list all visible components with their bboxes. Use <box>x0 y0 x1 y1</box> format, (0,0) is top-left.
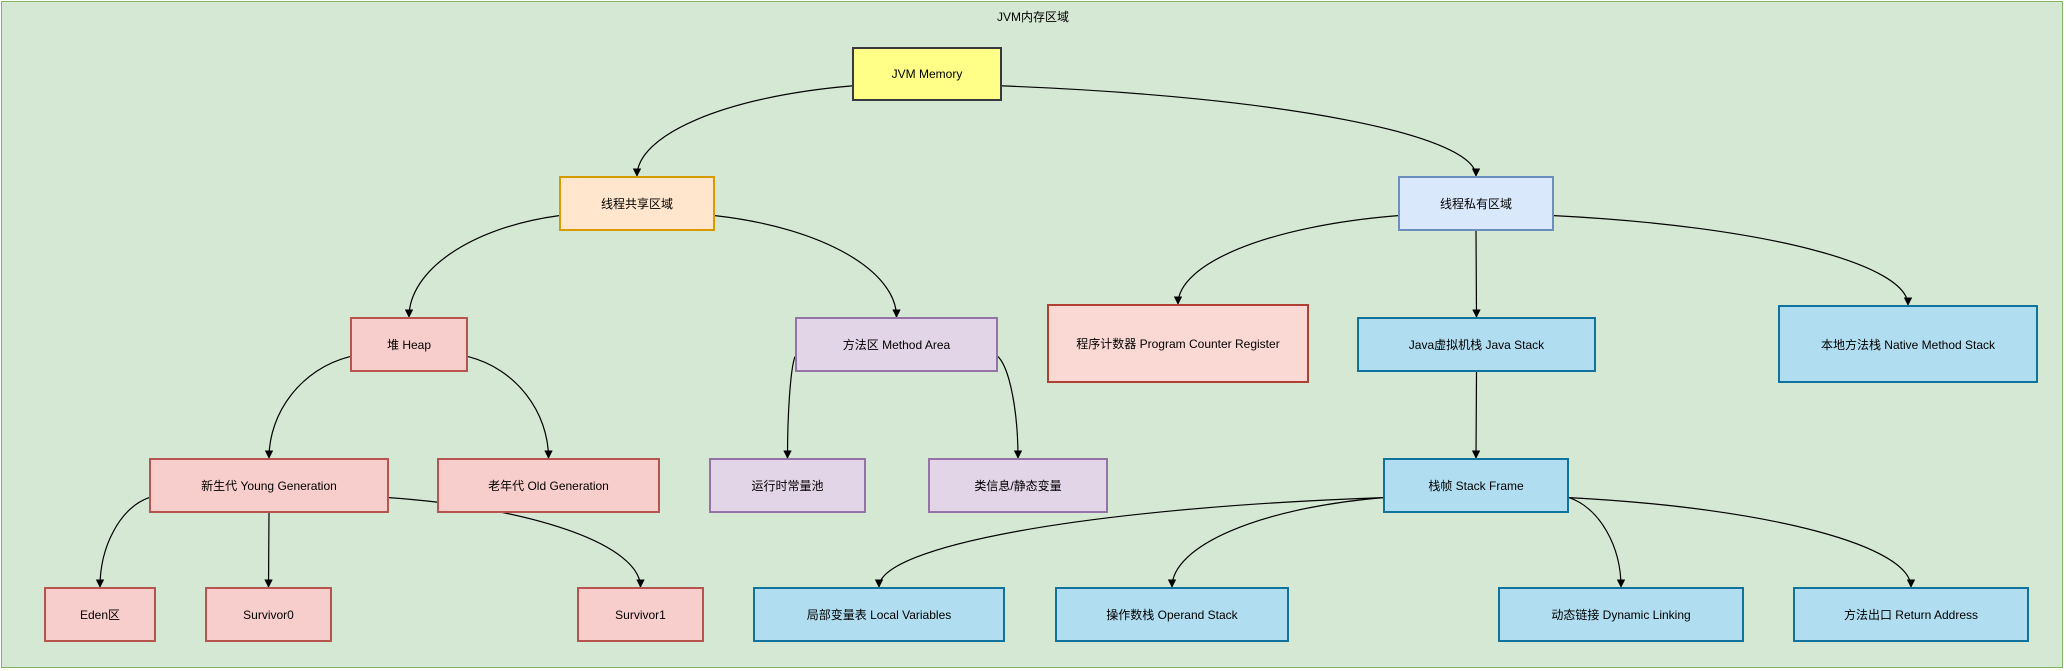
node-runtime-constant-pool[interactable]: 运行时常量池 <box>709 458 866 513</box>
edge-shared-to-method_area <box>714 215 901 318</box>
node-survivor1[interactable]: Survivor1 <box>577 587 704 642</box>
edge-stack_frame-to-return_address <box>1568 497 1916 588</box>
node-thread-shared[interactable]: 线程共享区域 <box>559 176 715 231</box>
node-thread-private[interactable]: 线程私有区域 <box>1398 176 1554 231</box>
edge-young_gen-to-survivor0 <box>264 512 273 588</box>
edge-private-to-java_stack <box>1472 230 1481 318</box>
node-program-counter[interactable]: 程序计数器 Program Counter Register <box>1047 304 1309 383</box>
edge-java_stack-to-stack_frame <box>1471 371 1481 459</box>
node-operand-stack[interactable]: 操作数栈 Operand Stack <box>1055 587 1289 642</box>
edge-method_area-to-class_info <box>997 356 1023 459</box>
node-eden[interactable]: Eden区 <box>44 587 156 642</box>
edge-stack_frame-to-local_vars <box>874 497 1384 588</box>
edge-shared-to-heap <box>404 215 560 318</box>
node-heap[interactable]: 堆 Heap <box>350 317 468 372</box>
edge-heap-to-old_gen <box>467 356 553 459</box>
edge-stack_frame-to-dynamic_linking <box>1568 497 1626 588</box>
node-native-stack[interactable]: 本地方法栈 Native Method Stack <box>1778 305 2038 383</box>
node-stack-frame[interactable]: 栈帧 Stack Frame <box>1383 458 1569 513</box>
node-method-area[interactable]: 方法区 Method Area <box>795 317 998 372</box>
node-return-address[interactable]: 方法出口 Return Address <box>1793 587 2029 642</box>
node-survivor0[interactable]: Survivor0 <box>205 587 332 642</box>
edge-jvm_memory-to-shared <box>632 85 853 177</box>
edge-jvm_memory-to-private <box>1001 85 1481 177</box>
node-dynamic-linking[interactable]: 动态链接 Dynamic Linking <box>1498 587 1744 642</box>
diagram-title: JVM内存区域 <box>996 10 1069 24</box>
edge-private-to-native_stack <box>1553 215 1913 306</box>
edge-stack_frame-to-operand_stack <box>1167 497 1384 588</box>
node-jvm-memory[interactable]: JVM Memory <box>852 47 1002 101</box>
edge-young_gen-to-eden <box>95 497 150 588</box>
edge-method_area-to-runtime_pool <box>783 356 796 459</box>
node-old-generation[interactable]: 老年代 Old Generation <box>437 458 660 513</box>
node-local-variables[interactable]: 局部变量表 Local Variables <box>753 587 1005 642</box>
node-young-generation[interactable]: 新生代 Young Generation <box>149 458 389 513</box>
edge-heap-to-young_gen <box>264 356 351 459</box>
node-class-info[interactable]: 类信息/静态变量 <box>928 458 1108 513</box>
node-java-stack[interactable]: Java虚拟机栈 Java Stack <box>1357 317 1596 372</box>
edge-private-to-pc_register <box>1173 215 1399 305</box>
